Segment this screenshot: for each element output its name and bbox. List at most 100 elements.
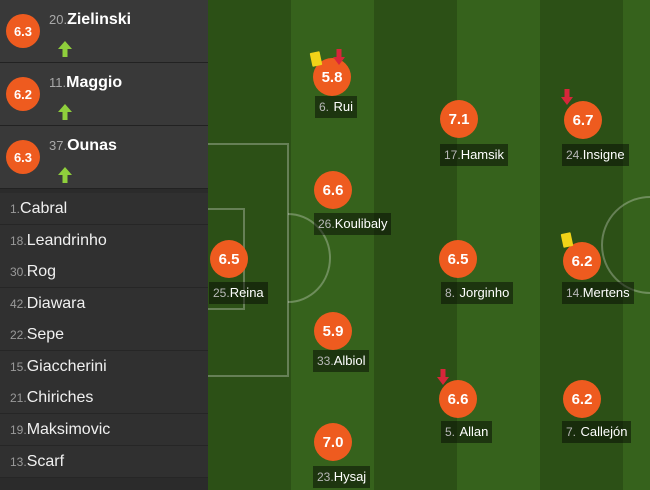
player-label: 5. Allan	[441, 421, 493, 443]
player-name-text: Diawara	[26, 295, 86, 312]
player-number: 37.	[49, 138, 68, 153]
player-number: 17.	[444, 148, 461, 162]
rating-badge: 6.3	[6, 140, 40, 174]
player-number: 26.	[318, 217, 335, 231]
player-name-text: Chiriches	[26, 389, 94, 406]
rating-badge: 5.9	[314, 312, 352, 350]
player-number: 42.	[10, 297, 27, 311]
player-number: 25.	[213, 286, 230, 300]
rating-badge: 6.3	[6, 14, 40, 48]
player-name-text: Albiol	[333, 353, 366, 368]
bench-player-row[interactable]: 15.Giaccherini	[0, 351, 208, 383]
substitute-row[interactable]: 6.3 37.Ounas	[0, 126, 208, 189]
arrow-down-icon	[333, 49, 345, 65]
rating-badge: 6.5	[439, 240, 477, 278]
rating-badge: 6.2	[563, 242, 601, 280]
player-name-text: Maksimovic	[26, 421, 111, 438]
player-number: 5.	[445, 425, 456, 439]
player-name: 11.Maggio	[49, 74, 122, 92]
rating-badge: 6.5	[210, 240, 248, 278]
substitute-row[interactable]: 6.2 11.Maggio	[0, 63, 208, 126]
player-number: 14.	[566, 286, 583, 300]
player-name-text: Rog	[26, 263, 57, 280]
player-name-text: Insigne	[582, 147, 625, 162]
player-number: 6.	[319, 100, 330, 114]
lineup-sidebar: 6.3 20.Zielinski 6.2 11.Maggio 6.3 37.Ou…	[0, 0, 208, 490]
player-label: 8. Jorginho	[441, 282, 514, 304]
player-name-text: Zielinski	[67, 11, 132, 28]
player-label: 25.Reina	[209, 282, 268, 304]
player-name-text: Hysaj	[333, 469, 367, 484]
player-label: 26.Koulibaly	[314, 213, 392, 235]
player-number: 15.	[10, 360, 27, 374]
player-name-text: Reina	[229, 285, 264, 300]
rating-badge: 6.2	[563, 380, 601, 418]
rating-badge: 6.6	[314, 171, 352, 209]
player-label: 14.Mertens	[562, 282, 634, 304]
player-name-text: Callejón	[580, 424, 628, 439]
bench-player-row[interactable]: 19.Maksimovic	[0, 414, 208, 446]
player-number: 7.	[566, 425, 577, 439]
football-pitch: 5.8 6. Rui 7.1 17.Hamsik 6.7 24.Insigne …	[208, 0, 650, 490]
arrow-down-icon	[437, 369, 449, 385]
player-name-text: Hamsik	[460, 147, 505, 162]
player-name: 18.Leandrinho	[10, 232, 107, 250]
player-name-text: Ounas	[67, 137, 117, 154]
player-name-text: Maggio	[66, 74, 123, 91]
player-name: 37.Ounas	[49, 137, 117, 155]
player-number: 8.	[445, 286, 456, 300]
player-name-text: Cabral	[20, 200, 68, 217]
player-name-text: Allan	[459, 424, 489, 439]
bench-player-row[interactable]: 22.Sepe	[0, 319, 208, 351]
bench-player-row[interactable]: 21.Chiriches	[0, 382, 208, 414]
player-name-text: Mertens	[582, 285, 630, 300]
rating-badge: 6.2	[6, 77, 40, 111]
bench-player-row[interactable]: 1.Cabral	[0, 193, 208, 225]
player-name-text: Leandrinho	[26, 232, 107, 249]
player-name-text: Koulibaly	[334, 216, 388, 231]
player-number: 13.	[10, 455, 27, 469]
player-number: 24.	[566, 148, 583, 162]
player-name: 20.Zielinski	[49, 11, 131, 29]
player-name-text: Giaccherini	[26, 358, 107, 375]
player-label: 7. Callejón	[562, 421, 632, 443]
player-name: 13.Scarf	[10, 453, 64, 471]
player-number: 1.	[10, 202, 21, 216]
player-label: 24.Insigne	[562, 144, 629, 166]
player-number: 23.	[317, 470, 334, 484]
bench-player-row[interactable]: 18.Leandrinho	[0, 225, 208, 257]
player-number: 18.	[10, 234, 27, 248]
player-label: 23.Hysaj	[313, 466, 371, 488]
player-number: 21.	[10, 391, 27, 405]
player-label: 6. Rui	[315, 96, 357, 118]
arrow-up-icon	[58, 41, 72, 57]
bench-player-row[interactable]: 42.Diawara	[0, 288, 208, 320]
rating-badge: 7.0	[314, 423, 352, 461]
arrow-up-icon	[58, 104, 72, 120]
player-number: 22.	[10, 328, 27, 342]
player-name-text: Jorginho	[459, 285, 510, 300]
player-number: 30.	[10, 265, 27, 279]
player-name: 42.Diawara	[10, 295, 85, 313]
substitute-row[interactable]: 6.3 20.Zielinski	[0, 0, 208, 63]
player-name: 1.Cabral	[10, 200, 67, 218]
bench-player-row[interactable]: 13.Scarf	[0, 446, 208, 478]
player-number: 20.	[49, 12, 68, 27]
rating-badge: 6.7	[564, 101, 602, 139]
arrow-down-icon	[561, 89, 573, 105]
bench-player-row[interactable]: 30.Rog	[0, 256, 208, 288]
player-name: 30.Rog	[10, 263, 56, 281]
player-number: 19.	[10, 423, 27, 437]
player-number: 33.	[317, 354, 334, 368]
player-name: 19.Maksimovic	[10, 421, 110, 439]
player-label: 17.Hamsik	[440, 144, 509, 166]
arrow-up-icon	[58, 167, 72, 183]
player-number: 11.	[49, 75, 67, 90]
player-name: 15.Giaccherini	[10, 358, 107, 376]
rating-badge: 7.1	[440, 100, 478, 138]
player-label: 33.Albiol	[313, 350, 370, 372]
player-name: 21.Chiriches	[10, 389, 93, 407]
player-name: 22.Sepe	[10, 326, 64, 344]
rating-badge: 6.6	[439, 380, 477, 418]
player-name-text: Sepe	[26, 326, 65, 343]
